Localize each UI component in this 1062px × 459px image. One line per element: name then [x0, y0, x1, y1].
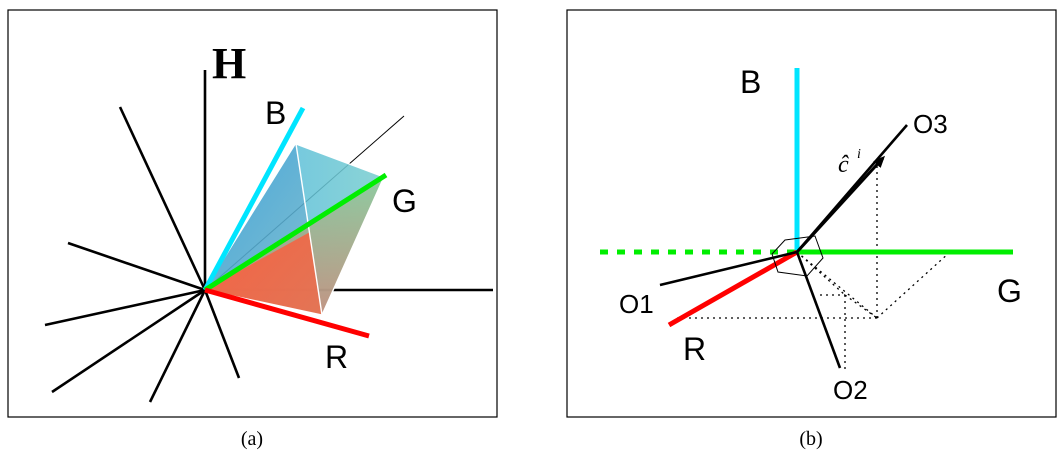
label-c-superscript: i [857, 147, 861, 162]
b-axis-line [202, 106, 306, 292]
label-o2: O2 [833, 375, 868, 405]
label-b: B [265, 95, 286, 131]
panel-a: H B G R (a) [7, 9, 498, 450]
hexagon-outline [771, 235, 824, 277]
o2-axis-line [795, 251, 842, 369]
label-g: G [392, 183, 417, 219]
label-o1: O1 [619, 289, 654, 319]
dotted-helper-lines [659, 160, 951, 370]
label-r-panel-b: R [683, 331, 706, 367]
label-g-panel-b: G [997, 273, 1022, 309]
panel-a-frame [7, 9, 498, 418]
fan-line-left [67, 241, 206, 292]
r-axis-line [204, 287, 370, 339]
panel-b: B G R O1 O2 O3 ĉ i (b) [566, 9, 1057, 450]
g-axis-line [203, 172, 388, 293]
caption-a: (a) [241, 428, 263, 450]
o1-axis-line [659, 250, 798, 287]
label-b-panel-b: B [740, 64, 761, 100]
label-r: R [325, 339, 348, 375]
fan-line-bottom [148, 289, 207, 403]
caption-b: (b) [799, 428, 822, 450]
label-h: H [212, 39, 246, 88]
fan-line-bottom-right [203, 289, 241, 379]
fan-line-bottom-left [51, 288, 206, 394]
tetra-face-red [205, 232, 322, 315]
fan-line-upper-left [118, 106, 207, 291]
fan-line-lower-left [44, 288, 206, 327]
label-c-hat: ĉ [838, 152, 849, 178]
panel-b-frame [566, 9, 1057, 418]
label-o3: O3 [913, 109, 948, 139]
